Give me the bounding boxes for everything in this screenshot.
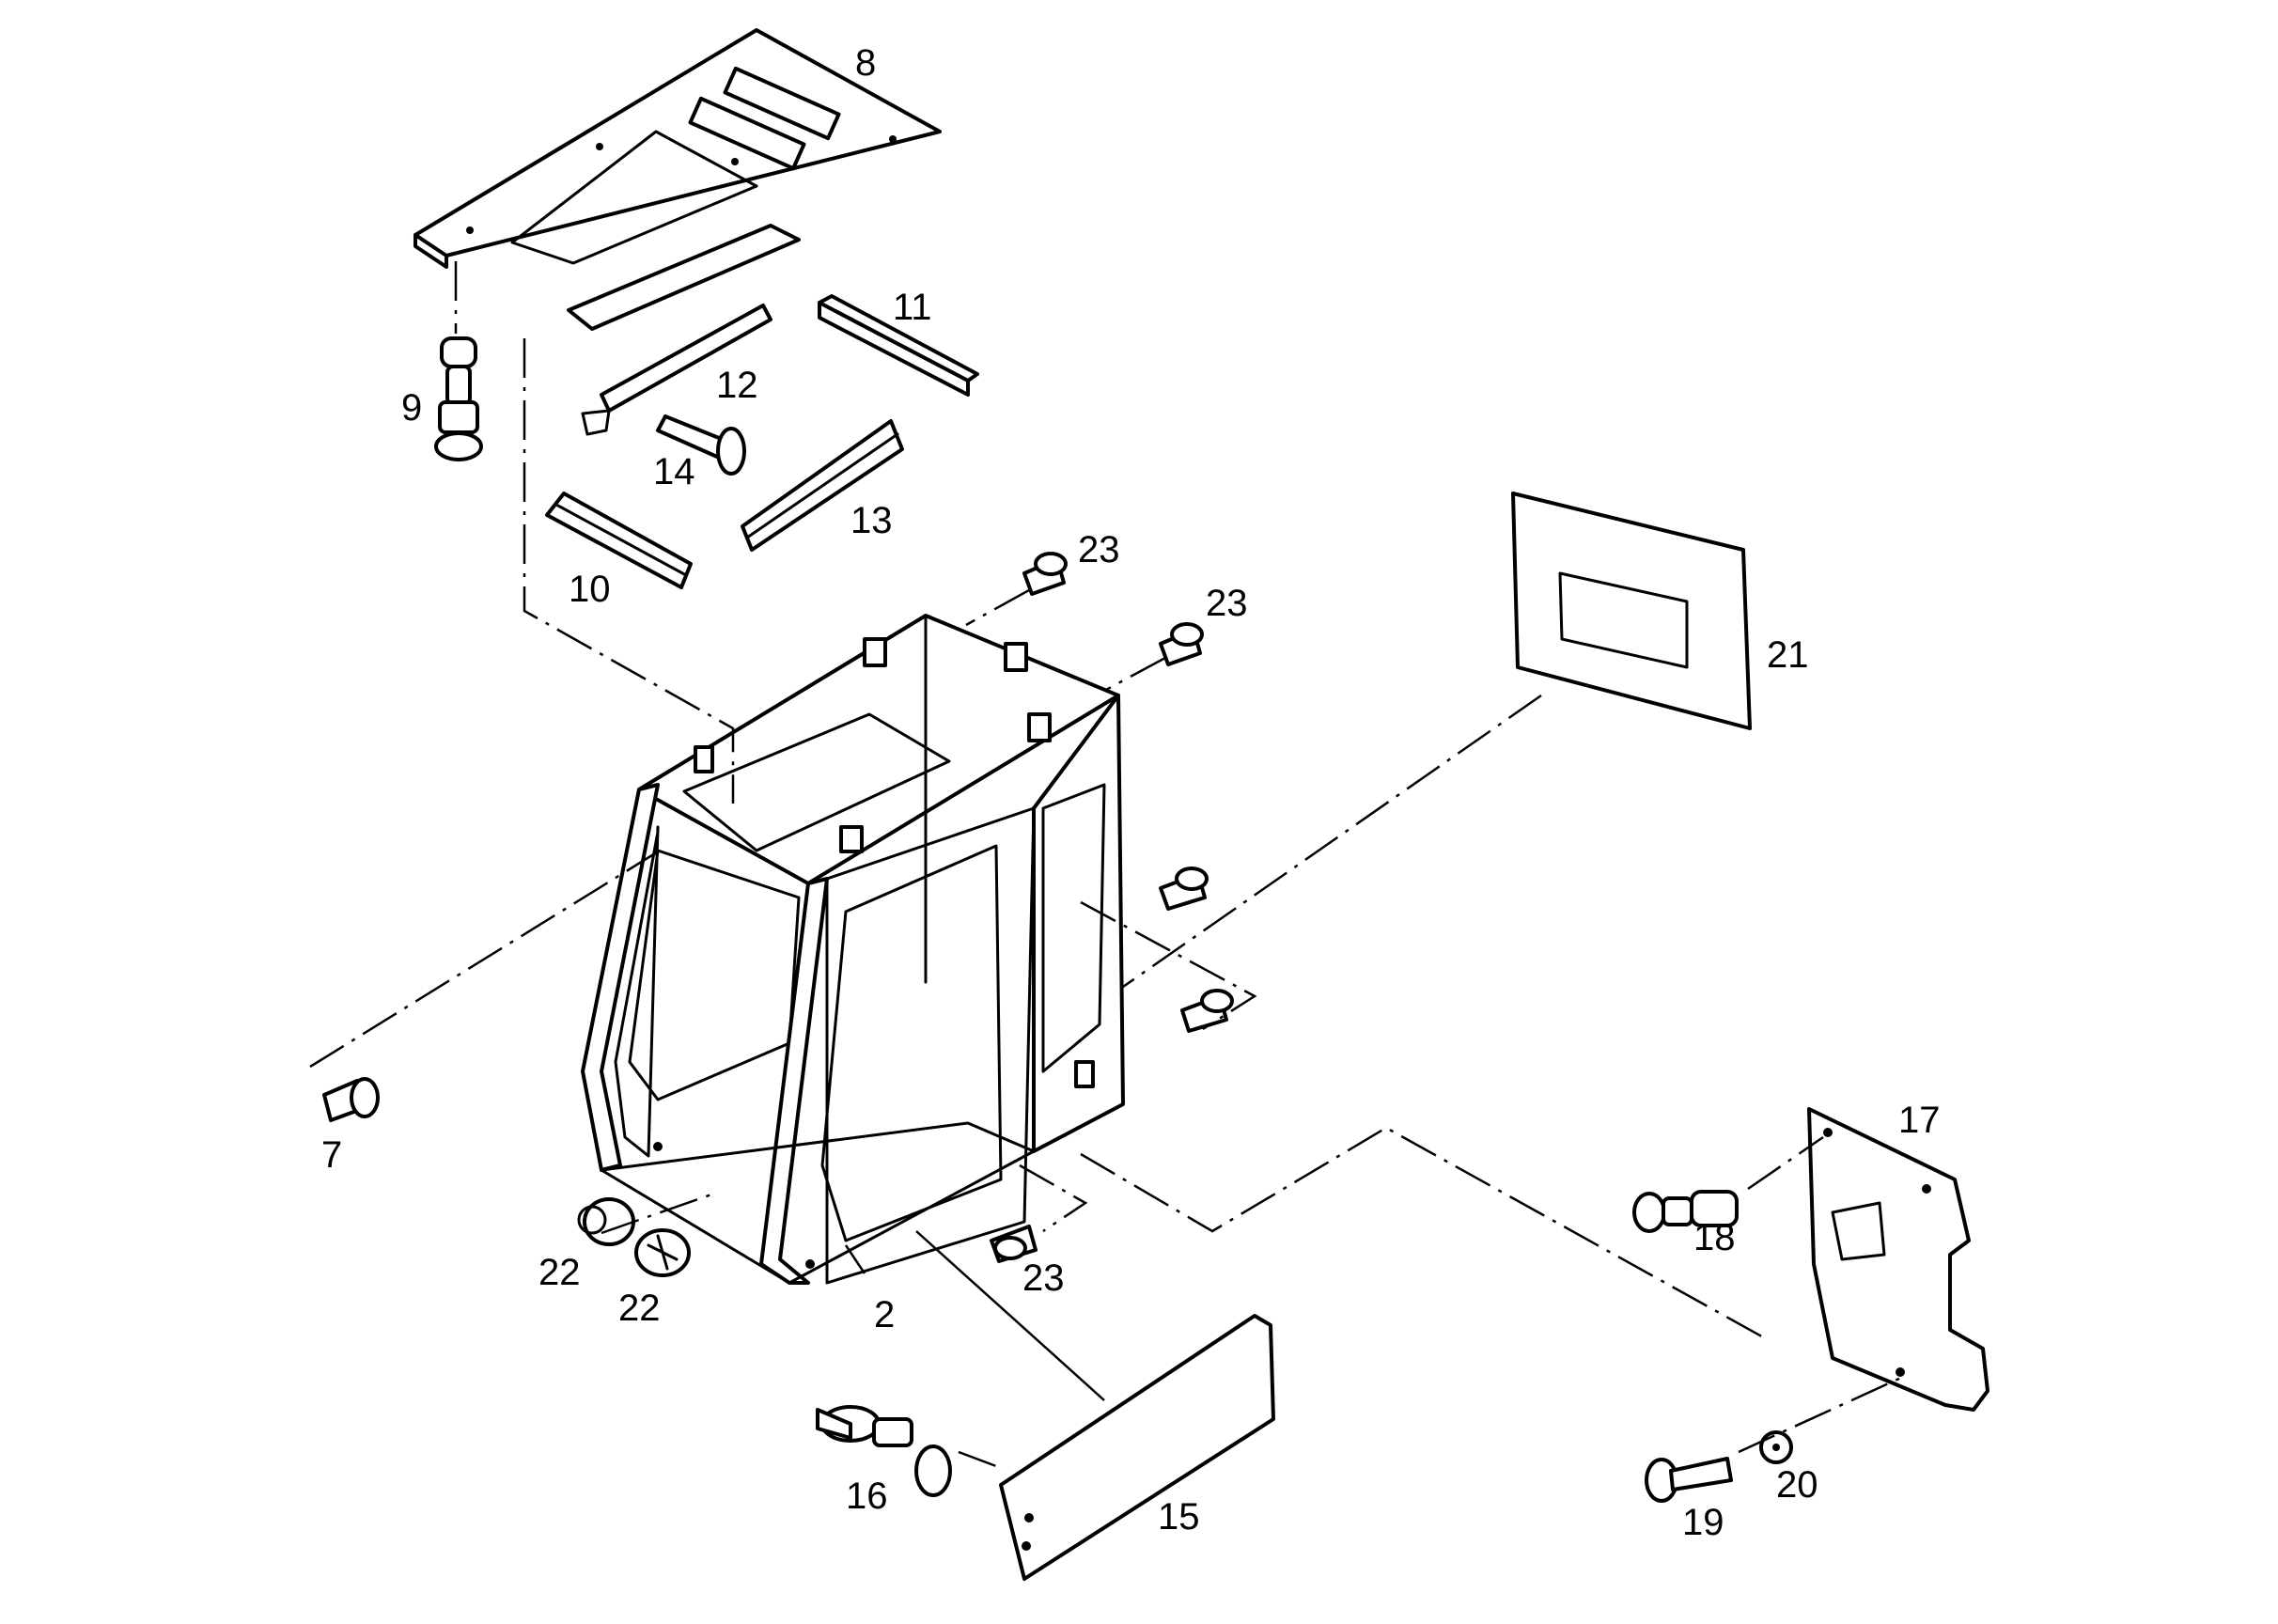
kick-plate-icon xyxy=(999,1314,1275,1581)
callout-7: 7 xyxy=(321,1134,342,1176)
callout-14: 14 xyxy=(653,451,695,492)
callout-15: 15 xyxy=(1158,1496,1200,1538)
callout-20: 20 xyxy=(1776,1464,1818,1506)
callout-23c: 23 xyxy=(1022,1257,1065,1299)
bracket-10-icon xyxy=(545,492,693,589)
bolt-18-icon xyxy=(1632,1190,1739,1233)
callout-12: 12 xyxy=(716,365,758,406)
callout-2: 2 xyxy=(874,1294,895,1335)
callout-23b: 23 xyxy=(1206,583,1248,624)
plug-22-icon xyxy=(577,1197,635,1246)
window-panel-icon xyxy=(1511,492,1752,730)
callout-23a: 23 xyxy=(1078,529,1120,570)
callout-22a: 22 xyxy=(538,1252,581,1293)
bolt-7-icon xyxy=(322,1077,380,1122)
washer-icon xyxy=(1759,1430,1793,1464)
screw-icon xyxy=(656,414,746,476)
bracket-11-icon xyxy=(818,294,979,397)
callout-13: 13 xyxy=(850,500,893,541)
callout-9: 9 xyxy=(401,387,422,429)
plug-22-icon xyxy=(634,1228,691,1277)
callout-17: 17 xyxy=(1898,1100,1941,1141)
side-plate-icon xyxy=(1807,1107,1989,1412)
callout-16: 16 xyxy=(846,1476,888,1517)
bolt-16-icon xyxy=(816,1405,952,1497)
plug-icon xyxy=(990,1225,1038,1263)
screw-19-icon xyxy=(1645,1457,1733,1503)
callout-22b: 22 xyxy=(618,1288,661,1329)
plug-icon xyxy=(1159,867,1209,911)
callout-19: 19 xyxy=(1682,1502,1724,1543)
plug-icon xyxy=(1180,989,1234,1033)
plug-icon xyxy=(1159,622,1204,666)
bracket-13-icon xyxy=(741,419,904,552)
callout-18: 18 xyxy=(1693,1217,1736,1258)
cab-frame-icon xyxy=(581,614,1125,1285)
callout-11: 11 xyxy=(893,287,932,328)
callout-21: 21 xyxy=(1767,634,1809,676)
callout-8: 8 xyxy=(855,42,876,84)
leader-lines xyxy=(309,338,1904,1468)
bolt-icon xyxy=(434,261,483,461)
roof-plate-icon xyxy=(413,28,942,331)
bracket-12-icon xyxy=(581,304,772,436)
plug-icon xyxy=(1022,552,1068,596)
callout-10: 10 xyxy=(569,569,611,610)
